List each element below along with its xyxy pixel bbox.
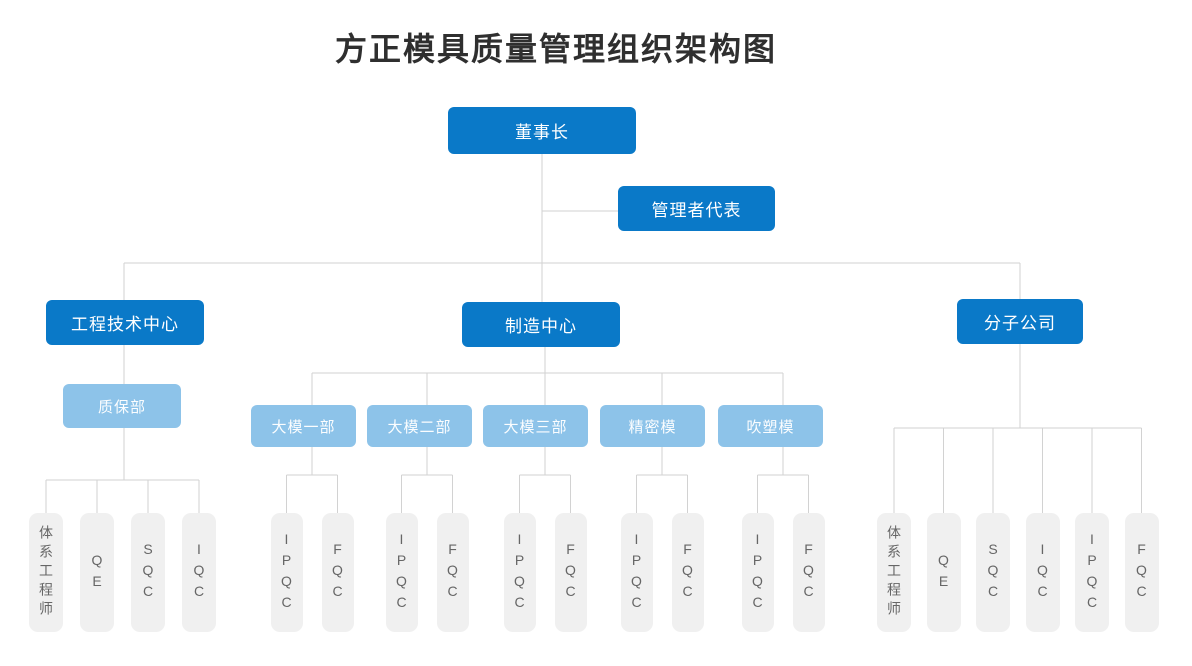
node-mfg-dept-4[interactable]: 精密模 [600, 405, 705, 447]
node-chairman[interactable]: 董事长 [448, 107, 636, 154]
node-label: SQC [985, 541, 1001, 604]
leaf-qe[interactable]: QE [926, 513, 961, 632]
node-label: 大模一部 [271, 418, 336, 436]
leaf-iqc[interactable]: IQC [182, 513, 216, 632]
node-qa-dept[interactable]: 质保部 [63, 384, 181, 428]
node-label: 董事长 [515, 123, 569, 142]
leaf-fqc[interactable]: FQC [671, 513, 704, 632]
leaf-fqc[interactable]: FQC [436, 513, 469, 632]
node-management-rep[interactable]: 管理者代表 [618, 186, 775, 231]
node-label: 大模三部 [503, 418, 568, 436]
leaf-fqc[interactable]: FQC [554, 513, 587, 632]
leaf-ipqc[interactable]: IPQC [385, 513, 418, 632]
node-label: FQC [800, 541, 817, 604]
leaf-qe[interactable]: QE [80, 513, 114, 632]
node-label: FQC [679, 541, 696, 604]
node-label: 制造中心 [505, 317, 577, 336]
node-label: IPQC [628, 530, 645, 615]
page-title: 方正模具质量管理组织架构图 [334, 31, 777, 67]
node-label: FQC [1133, 541, 1150, 604]
node-label: IPQC [1084, 530, 1100, 615]
node-mfg-dept-1[interactable]: 大模一部 [251, 405, 356, 447]
node-label: 分子公司 [984, 314, 1056, 333]
node-label: SQC [140, 541, 156, 604]
leaf-system-engineer[interactable]: 体系工程师 [29, 513, 63, 632]
node-label: IPQC [749, 530, 766, 615]
node-label: 大模二部 [387, 418, 452, 436]
node-label: IQC [191, 541, 207, 604]
node-manufacturing-center[interactable]: 制造中心 [462, 302, 620, 347]
node-label: IPQC [393, 530, 410, 615]
node-subsidiaries[interactable]: 分子公司 [957, 299, 1083, 344]
node-label: QE [89, 551, 105, 594]
node-label: IPQC [511, 530, 528, 615]
node-label: IPQC [278, 530, 295, 615]
leaf-system-engineer[interactable]: 体系工程师 [877, 513, 911, 632]
node-label: FQC [444, 541, 461, 604]
node-label: 体系工程师 [38, 525, 54, 620]
node-engineering-center[interactable]: 工程技术中心 [46, 300, 204, 345]
node-label: 吹塑模 [746, 418, 795, 436]
node-label: FQC [562, 541, 579, 604]
leaf-ipqc[interactable]: IPQC [270, 513, 303, 632]
leaf-ipqc[interactable]: IPQC [620, 513, 653, 632]
node-label: FQC [329, 541, 346, 604]
node-label: 管理者代表 [651, 201, 742, 220]
node-label: IQC [1034, 541, 1051, 604]
leaf-iqc[interactable]: IQC [1025, 513, 1060, 632]
leaf-ipqc[interactable]: IPQC [503, 513, 536, 632]
node-mfg-dept-3[interactable]: 大模三部 [483, 405, 588, 447]
node-label: QE [935, 551, 952, 594]
leaf-fqc[interactable]: FQC [1124, 513, 1159, 632]
leaf-fqc[interactable]: FQC [321, 513, 354, 632]
leaf-ipqc[interactable]: IPQC [1075, 513, 1109, 632]
leaf-fqc[interactable]: FQC [792, 513, 825, 632]
leaf-sqc[interactable]: SQC [976, 513, 1010, 632]
node-label: 质保部 [97, 398, 146, 416]
leaf-sqc[interactable]: SQC [131, 513, 165, 632]
node-label: 体系工程师 [886, 525, 902, 620]
node-label: 精密模 [628, 418, 677, 436]
node-label: 工程技术中心 [71, 315, 179, 334]
node-mfg-dept-2[interactable]: 大模二部 [367, 405, 472, 447]
leaf-ipqc[interactable]: IPQC [741, 513, 774, 632]
node-mfg-dept-5[interactable]: 吹塑模 [718, 405, 823, 447]
